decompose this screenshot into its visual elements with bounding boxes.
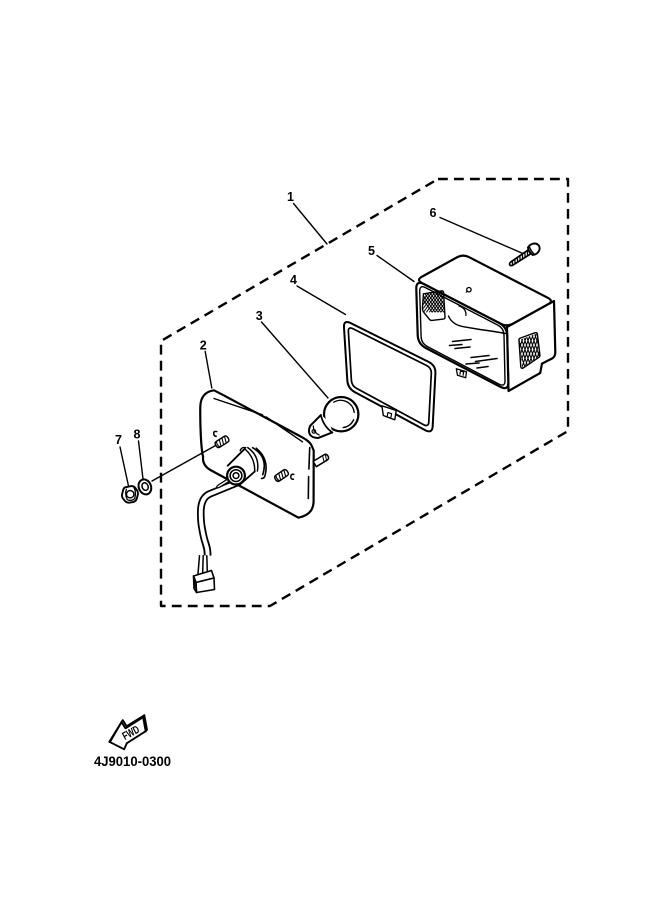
svg-text:5: 5 <box>368 244 375 258</box>
svg-text:6: 6 <box>430 206 437 220</box>
svg-text:1: 1 <box>287 190 294 204</box>
svg-text:4J9010-0300: 4J9010-0300 <box>94 754 171 769</box>
svg-text:4: 4 <box>290 273 297 287</box>
svg-text:2: 2 <box>200 339 207 353</box>
svg-text:3: 3 <box>256 309 263 323</box>
svg-text:8: 8 <box>134 428 141 442</box>
svg-text:7: 7 <box>115 433 122 447</box>
